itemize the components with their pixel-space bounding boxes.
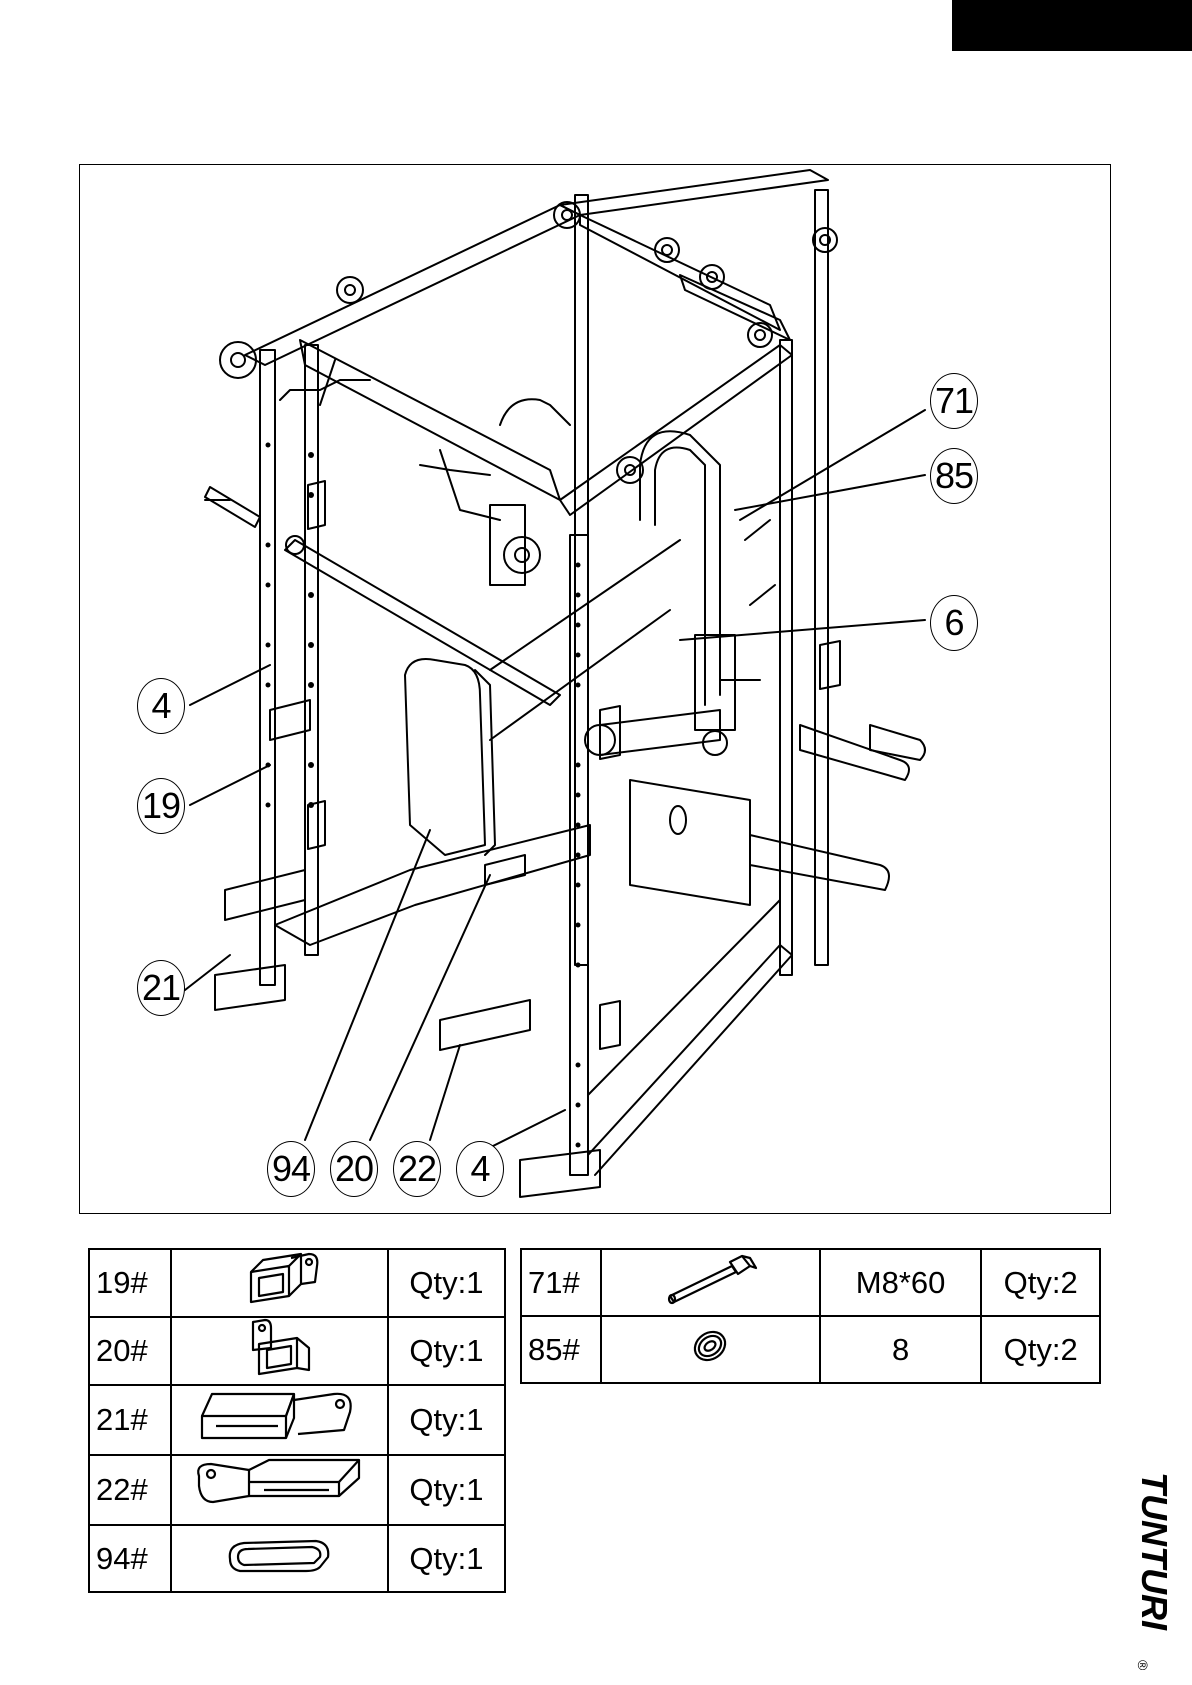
washer-icon [685,1321,735,1371]
part-number: 94# [89,1525,171,1592]
table-row: 71# M8*60 Qty:2 [521,1249,1100,1316]
part-number: 22# [89,1455,171,1525]
part-number: 19# [89,1249,171,1317]
table-row: 20# Qty:1 [89,1317,505,1385]
part-number: 20# [89,1317,171,1385]
part-qty: Qty:1 [388,1385,505,1455]
pad-94-icon [224,1533,334,1577]
table-row: 22# Qty:1 [89,1455,505,1525]
callout-19: 19 [137,778,185,834]
table-row: 85# 8 Qty:2 [521,1316,1100,1383]
page-corner-tab [952,0,1192,51]
part-qty: Qty:1 [388,1249,505,1317]
callout-71: 71 [930,373,978,429]
bolt-icon [660,1252,760,1306]
bracket-20-icon [229,1318,329,1376]
callout-4-right: 4 [456,1141,504,1197]
rack-drawing [80,165,1112,1215]
callout-94: 94 [267,1141,315,1197]
table-row: 19# Qty:1 [89,1249,505,1317]
bracket-19-icon [229,1250,329,1308]
part-spec: 8 [820,1316,981,1383]
arm-22-icon [189,1456,369,1516]
table-row: 94# Qty:1 [89,1525,505,1592]
callout-4-left: 4 [137,678,185,734]
part-number: 21# [89,1385,171,1455]
part-qty: Qty:1 [388,1525,505,1592]
parts-table-left: 19# Qty:1 20# Qty:1 21# [88,1248,506,1593]
assembly-diagram: 71 85 6 4 19 21 94 20 22 4 [79,164,1111,1214]
part-spec: M8*60 [820,1249,981,1316]
part-qty: Qty:1 [388,1455,505,1525]
callout-22: 22 [393,1141,441,1197]
part-number: 85# [521,1316,601,1383]
brand-registered-mark: ® [1135,1660,1151,1670]
parts-table-right: 71# M8*60 Qty:2 85# 8 Qty:2 [520,1248,1101,1384]
callout-6: 6 [930,595,978,651]
arm-21-icon [194,1386,364,1446]
part-qty: Qty:1 [388,1317,505,1385]
callout-21: 21 [137,960,185,1016]
table-row: 21# Qty:1 [89,1385,505,1455]
part-number: 71# [521,1249,601,1316]
brand-name: TUNTURI [1134,1472,1175,1631]
part-qty: Qty:2 [981,1249,1100,1316]
tunturi-logo: TUNTURI ® [1130,1470,1190,1670]
callout-85: 85 [930,448,978,504]
callout-20: 20 [330,1141,378,1197]
part-qty: Qty:2 [981,1316,1100,1383]
